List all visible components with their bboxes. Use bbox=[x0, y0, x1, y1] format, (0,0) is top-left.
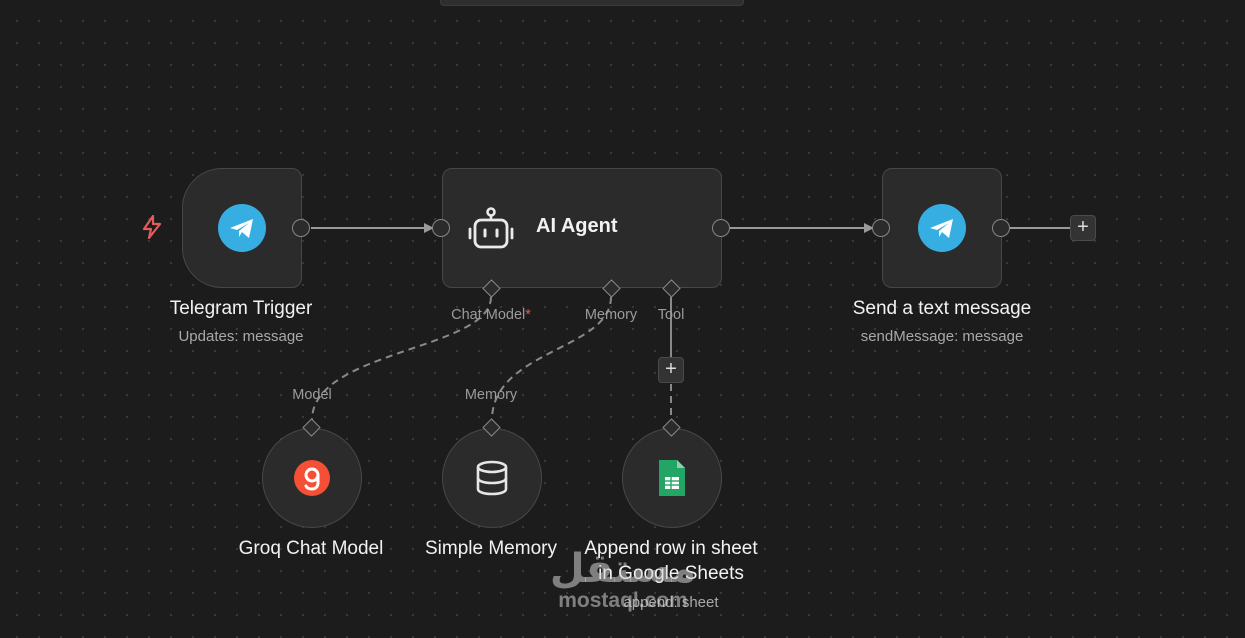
arrow-head bbox=[864, 223, 874, 233]
telegram-trigger-subtitle: Updates: message bbox=[178, 328, 304, 345]
agent-input-handle[interactable] bbox=[432, 219, 450, 237]
trigger-output-handle[interactable] bbox=[292, 219, 310, 237]
ai-agent-title: AI Agent bbox=[536, 215, 618, 237]
groq-icon bbox=[293, 459, 331, 497]
trigger-bolt-icon bbox=[141, 214, 163, 244]
edge-chat-model bbox=[311, 296, 492, 421]
groq-chat-model-node[interactable] bbox=[262, 428, 362, 528]
mostaql-watermark: مستقل mostaql.com bbox=[548, 548, 698, 612]
telegram-trigger-title: Telegram Trigger bbox=[169, 298, 313, 319]
top-toolbar bbox=[440, 0, 744, 6]
sheets-title-line2: in Google Sheets bbox=[598, 563, 744, 584]
telegram-icon bbox=[218, 204, 266, 252]
send-message-node[interactable] bbox=[882, 168, 1002, 288]
watermark-latin: mostaql.com bbox=[558, 589, 688, 612]
send-output-handle[interactable] bbox=[992, 219, 1010, 237]
arrow-head bbox=[424, 223, 434, 233]
simple-memory-node[interactable] bbox=[442, 428, 542, 528]
groq-title: Groq Chat Model bbox=[238, 538, 384, 559]
groq-port-label: Model bbox=[292, 387, 332, 403]
send-message-subtitle: sendMessage: message bbox=[860, 328, 1024, 345]
database-icon bbox=[475, 460, 509, 496]
google-sheets-icon bbox=[657, 458, 687, 498]
tool-port-label: Tool bbox=[657, 307, 685, 323]
telegram-icon bbox=[918, 204, 966, 252]
add-tool-button[interactable]: + bbox=[658, 357, 684, 383]
robot-icon bbox=[467, 207, 515, 256]
google-sheets-node[interactable] bbox=[622, 428, 722, 528]
add-node-button[interactable]: + bbox=[1070, 215, 1096, 241]
memory-port-label: Memory bbox=[584, 307, 638, 323]
sheets-subtitle: append: sheet bbox=[623, 594, 719, 611]
watermark-arabic: مستقل bbox=[549, 546, 697, 592]
simple-memory-title: Simple Memory bbox=[425, 538, 557, 559]
required-marker: * bbox=[525, 307, 531, 323]
telegram-trigger-node[interactable] bbox=[182, 168, 302, 288]
chat-model-port-label: Chat Model* bbox=[451, 307, 531, 323]
sheets-title-line1: Append row in sheet bbox=[584, 538, 758, 559]
send-input-handle[interactable] bbox=[872, 219, 890, 237]
agent-output-handle[interactable] bbox=[712, 219, 730, 237]
edge-memory bbox=[491, 296, 612, 421]
send-message-title: Send a text message bbox=[852, 298, 1032, 319]
simple-memory-port-label: Memory bbox=[464, 387, 518, 403]
